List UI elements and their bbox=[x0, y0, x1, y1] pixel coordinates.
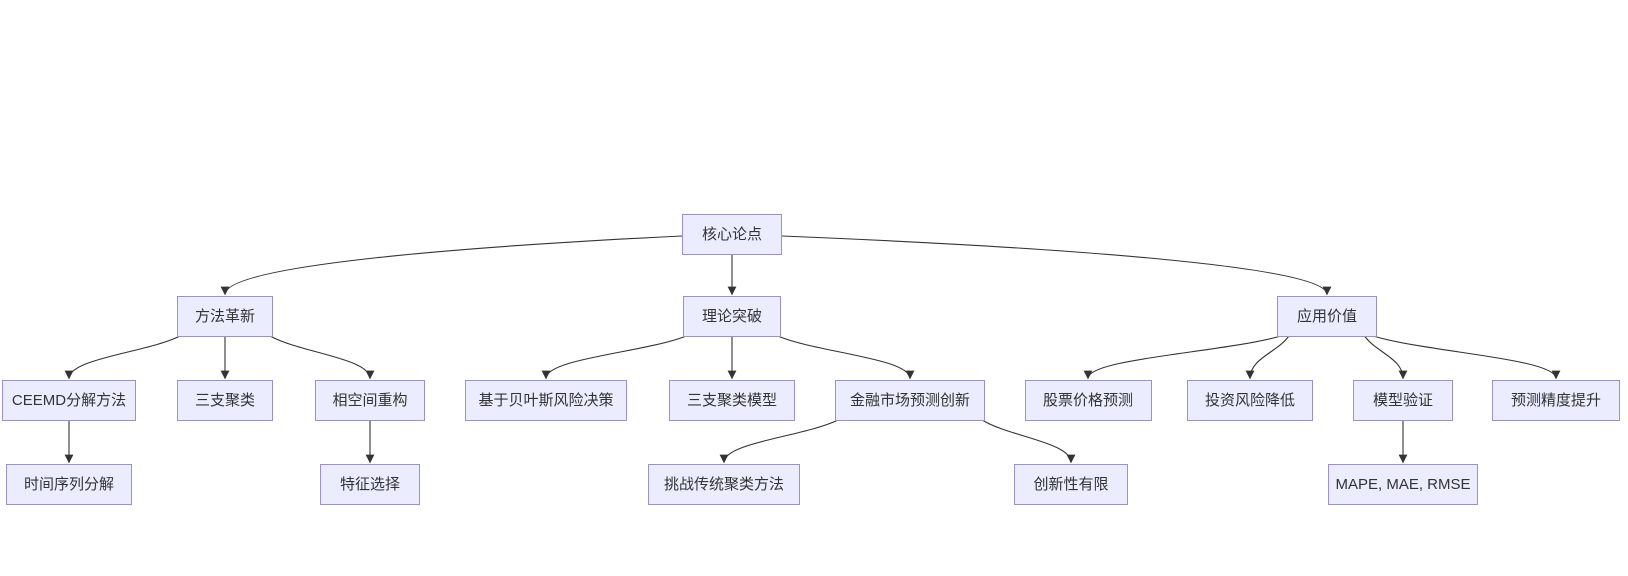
node-feature-selection: 特征选择 bbox=[320, 463, 420, 505]
node-financial-market-forecast-innovation: 金融市场预测创新 bbox=[835, 379, 985, 421]
node-three-way-clustering: 三支聚类 bbox=[177, 379, 273, 421]
node-label-phase-space-reconstruction: 相空间重构 bbox=[332, 391, 408, 409]
node-label-limited-innovation: 创新性有限 bbox=[1033, 475, 1109, 493]
node-prediction-accuracy-improvement: 预测精度提升 bbox=[1492, 379, 1620, 421]
node-application-value: 应用价值 bbox=[1277, 295, 1377, 337]
node-label-three-way-clustering: 三支聚类 bbox=[194, 391, 255, 409]
node-method-innovation: 方法革新 bbox=[177, 295, 273, 337]
edge-financial-market-forecast-innovation-challenge-traditional-clustering bbox=[719, 420, 838, 464]
node-label-investment-risk-reduction: 投资风险降低 bbox=[1204, 391, 1295, 409]
edge-method-innovation-phase-space-reconstruction bbox=[270, 336, 375, 380]
node-label-theoretical-breakthrough: 理论突破 bbox=[701, 307, 762, 325]
node-mape-mae-rmse: MAPE, MAE, RMSE bbox=[1328, 463, 1478, 505]
node-label-mape-mae-rmse: MAPE, MAE, RMSE bbox=[1335, 475, 1471, 493]
node-label-three-way-clustering-model: 三支聚类模型 bbox=[686, 391, 777, 409]
edge-core-argument-method-innovation bbox=[220, 235, 683, 296]
edge-core-argument-application-value bbox=[781, 235, 1332, 296]
edge-application-value-model-validation bbox=[1364, 336, 1408, 380]
node-core-argument: 核心论点 bbox=[682, 213, 782, 255]
node-label-stock-price-prediction: 股票价格预测 bbox=[1042, 391, 1133, 409]
edge-theoretical-breakthrough-financial-market-forecast-innovation bbox=[778, 335, 915, 380]
edge-group bbox=[64, 235, 1561, 464]
node-label-challenge-traditional-clustering: 挑战传统聚类方法 bbox=[663, 475, 784, 493]
node-bayesian-risk-decision: 基于贝叶斯风险决策 bbox=[465, 379, 627, 421]
edge-application-value-prediction-accuracy-improvement bbox=[1374, 335, 1561, 380]
node-label-time-series-decomposition: 时间序列分解 bbox=[23, 475, 114, 493]
node-model-validation: 模型验证 bbox=[1353, 379, 1453, 421]
node-phase-space-reconstruction: 相空间重构 bbox=[315, 379, 425, 421]
node-label-core-argument: 核心论点 bbox=[701, 225, 762, 243]
node-ceemd-decomposition: CEEMD分解方法 bbox=[2, 379, 136, 421]
node-three-way-clustering-model: 三支聚类模型 bbox=[669, 379, 795, 421]
node-label-bayesian-risk-decision: 基于贝叶斯风险决策 bbox=[478, 391, 614, 409]
node-label-ceemd-decomposition: CEEMD分解方法 bbox=[11, 391, 127, 409]
edge-application-value-investment-risk-reduction bbox=[1245, 336, 1289, 380]
node-theoretical-breakthrough: 理论突破 bbox=[683, 295, 781, 337]
node-investment-risk-reduction: 投资风险降低 bbox=[1187, 379, 1313, 421]
node-stock-price-prediction: 股票价格预测 bbox=[1024, 379, 1152, 421]
node-challenge-traditional-clustering: 挑战传统聚类方法 bbox=[648, 463, 800, 505]
node-label-application-value: 应用价值 bbox=[1296, 307, 1357, 325]
node-label-prediction-accuracy-improvement: 预测精度提升 bbox=[1510, 391, 1601, 409]
node-label-financial-market-forecast-innovation: 金融市场预测创新 bbox=[849, 391, 970, 409]
edge-method-innovation-ceemd-decomposition bbox=[64, 336, 180, 380]
node-label-model-validation: 模型验证 bbox=[1372, 391, 1433, 409]
node-limited-innovation: 创新性有限 bbox=[1014, 463, 1128, 505]
edge-application-value-stock-price-prediction bbox=[1083, 335, 1280, 380]
node-label-method-innovation: 方法革新 bbox=[194, 307, 255, 325]
edge-financial-market-forecast-innovation-limited-innovation bbox=[982, 420, 1076, 464]
edge-theoretical-breakthrough-bayesian-risk-decision bbox=[541, 335, 686, 380]
node-time-series-decomposition: 时间序列分解 bbox=[6, 463, 132, 505]
node-label-feature-selection: 特征选择 bbox=[339, 475, 400, 493]
